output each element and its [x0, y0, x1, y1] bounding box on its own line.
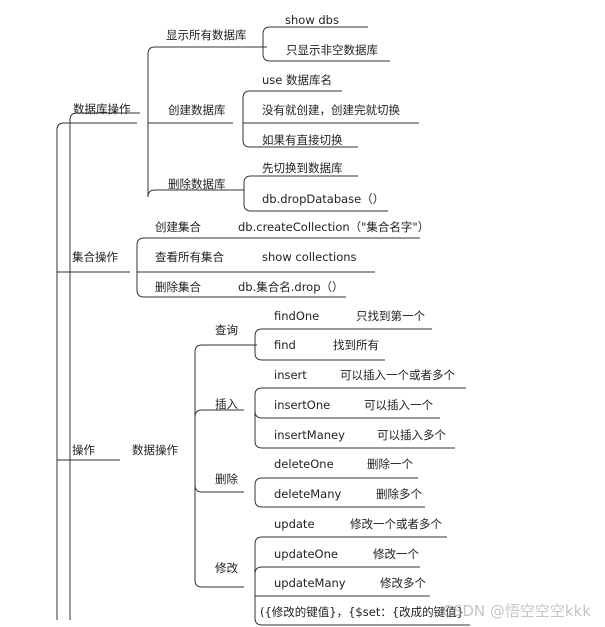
- node-find-one-desc: 只找到第一个: [356, 309, 425, 323]
- node-find: find: [274, 338, 296, 352]
- node-delete-many-desc: 删除多个: [376, 487, 422, 501]
- node-query: 查询: [215, 323, 238, 337]
- node-create-note: 没有就创建，创建完就切换: [262, 103, 400, 117]
- node-update-desc: 修改一个或者多个: [350, 517, 442, 531]
- node-delete-one: deleteOne: [274, 457, 334, 471]
- node-data-ops: 数据操作: [132, 443, 178, 457]
- node-show-all-db: 显示所有数据库: [166, 28, 247, 42]
- watermark-text: CSDN @悟空空空kkk: [442, 602, 591, 620]
- node-delete-db: 删除数据库: [168, 177, 226, 191]
- node-use-db: use 数据库名: [262, 73, 333, 87]
- node-delete-many: deleteMany: [274, 487, 342, 501]
- node-find-desc: 找到所有: [333, 338, 379, 352]
- node-create-collection: 创建集合: [155, 220, 201, 234]
- node-collection-ops: 集合操作: [72, 250, 118, 264]
- node-insert-cmd: insert: [274, 368, 307, 382]
- node-insert-one: insertOne: [274, 398, 331, 412]
- node-insert-desc: 可以插入一个或者多个: [340, 368, 455, 382]
- node-delete-one-desc: 删除一个: [367, 457, 413, 471]
- node-update-cmd: update: [274, 517, 315, 531]
- node-create-db: 创建数据库: [168, 103, 226, 117]
- node-update-syntax: ({修改的键值}，{$set：{改成的键值}: [260, 605, 464, 619]
- node-show-collections-cmd: show collections: [262, 250, 357, 264]
- node-insert: 插入: [215, 397, 238, 411]
- node-database-ops: 数据库操作: [73, 102, 131, 116]
- node-insert-one-desc: 可以插入一个: [364, 398, 433, 412]
- node-operations: 操作: [72, 443, 95, 457]
- node-drop-database: db.dropDatabase（）: [262, 192, 385, 206]
- node-update-one-desc: 修改一个: [373, 547, 419, 561]
- node-delete: 删除: [215, 472, 238, 486]
- node-update: 修改: [215, 561, 238, 575]
- node-show-nonempty: 只显示非空数据库: [286, 43, 378, 57]
- node-find-one: findOne: [274, 309, 320, 323]
- node-update-many: updateMany: [274, 576, 346, 590]
- node-show-collections: 查看所有集合: [155, 250, 224, 264]
- node-show-dbs: show dbs: [285, 13, 339, 27]
- node-delete-collection: 删除集合: [155, 280, 201, 294]
- node-switch-note: 如果有直接切换: [262, 133, 343, 147]
- node-switch-first: 先切换到数据库: [262, 161, 343, 175]
- node-insert-many-desc: 可以插入多个: [377, 428, 446, 442]
- node-update-one: updateOne: [274, 547, 338, 561]
- node-drop-cmd: db.集合名.drop（）: [238, 280, 344, 294]
- node-update-many-desc: 修改多个: [380, 576, 426, 590]
- node-create-collection-cmd: db.createCollection（"集合名字"）: [238, 220, 430, 234]
- node-insert-many: insertManey: [274, 428, 345, 442]
